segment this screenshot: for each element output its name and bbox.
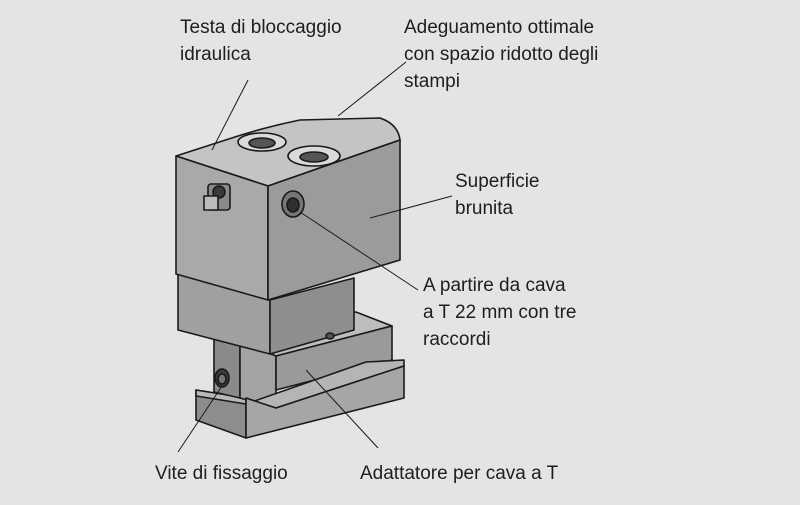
label-burnished-surface-line2: brunita [455, 198, 514, 219]
label-tslot-adapter: Adattatore per cava a T [360, 460, 558, 487]
label-hydraulic-head-line1: Testa di bloccaggio [180, 17, 342, 38]
fixing-screw-head [217, 373, 227, 385]
label-optimal-adaptation-line1: Adeguamento ottimale [404, 17, 595, 38]
label-hydraulic-head-line2: idraulica [180, 44, 251, 65]
head-side-face [267, 139, 401, 301]
top-bore-1-inner [248, 137, 276, 149]
label-burnished-surface: Superficie brunita [455, 168, 540, 222]
hex-fitting-bore [212, 185, 226, 199]
locating-pin [325, 332, 335, 340]
leader-fixing-screw [177, 385, 223, 453]
label-optimal-adaptation: Adeguamento ottimale con spazio ridotto … [404, 14, 598, 95]
label-tslot-line1: A partire da cava [423, 275, 566, 296]
head-top-face [175, 117, 401, 187]
label-fixing-screw: Vite di fissaggio [155, 460, 288, 487]
label-fixing-screw-text: Vite di fissaggio [155, 463, 288, 484]
label-tslot-adapter-text: Adattatore per cava a T [360, 463, 559, 484]
label-tslot-line3: raccordi [423, 329, 491, 350]
top-bore-2-inner [299, 151, 329, 163]
label-tslot-line2: a T 22 mm con tre [423, 302, 577, 323]
hex-fitting-nut [203, 195, 219, 211]
label-tslot: A partire da cava a T 22 mm con tre racc… [423, 272, 576, 353]
label-hydraulic-head: Testa di bloccaggio idraulica [180, 14, 342, 68]
adapter-flange-front [245, 365, 405, 439]
label-optimal-adaptation-line3: stampi [404, 71, 460, 92]
leader-hydraulic-head [211, 79, 249, 151]
leader-tslot-adapter [305, 369, 379, 449]
leader-tslot [299, 211, 419, 291]
label-burnished-surface-line1: Superficie [455, 171, 540, 192]
leader-optimal-adaptation [337, 61, 407, 117]
side-socket-inner [286, 197, 300, 213]
label-optimal-adaptation-line2: con spazio ridotto degli [404, 44, 599, 65]
leader-burnished-surface [369, 195, 453, 219]
